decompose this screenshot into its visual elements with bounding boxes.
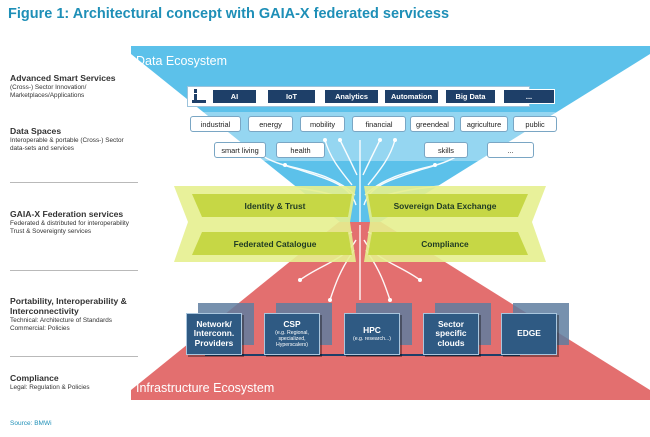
infra-box-label: Sector specific clouds xyxy=(435,318,467,348)
infra-box-sublabel: (e.g. research...) xyxy=(352,336,392,343)
layer-heading: Advanced Smart Services xyxy=(10,73,116,83)
federation-identity-trust: Identity & Trust xyxy=(244,200,306,211)
band-federated-catalogue xyxy=(192,232,352,255)
sector-more: ... xyxy=(487,142,534,158)
infra-edge: EDGE xyxy=(501,313,557,355)
layer-compliance: Compliance Legal: Regulation & Policies xyxy=(10,373,138,392)
sector-health: health xyxy=(276,142,325,158)
infra-box-label: HPC xyxy=(363,324,381,335)
infra-box-label: CSP xyxy=(283,318,301,329)
sector-industrial: industrial xyxy=(190,116,241,132)
infra-box-label: EDGE xyxy=(517,328,541,339)
layer-description: Legal: Regulation & Policies xyxy=(10,384,90,391)
band-compliance xyxy=(368,232,528,255)
infra-network-providers: Network/ Interconn. Providers xyxy=(186,313,242,355)
sector-energy: energy xyxy=(248,116,293,132)
sector-greendeal: greendeal xyxy=(410,116,455,132)
layer-heading: GAIA-X Federation services xyxy=(10,209,124,219)
infra-hpc: HPC (e.g. research...) xyxy=(344,313,400,355)
sector-financial: financial xyxy=(352,116,406,132)
infra-sector-clouds: Sector specific clouds xyxy=(423,313,479,355)
layer-description: Federated & distributed for interoperabi… xyxy=(10,220,130,235)
service-analytics: Analytics xyxy=(324,89,379,104)
person-laptop-icon xyxy=(192,88,206,104)
layer-advanced-smart-services: Advanced Smart Services (Cross-) Sector … xyxy=(10,73,138,99)
layer-gaia-x-federation: GAIA-X Federation services Federated & d… xyxy=(10,209,138,235)
layer-data-spaces: Data Spaces Interoperable & portable (Cr… xyxy=(10,126,138,152)
band-sovereign-exchange xyxy=(368,194,528,217)
data-ecosystem-title: Data Ecosystem xyxy=(136,54,228,68)
sector-agriculture: agriculture xyxy=(460,116,508,132)
band-identity-trust xyxy=(192,194,352,217)
federation-compliance: Compliance xyxy=(421,238,469,249)
infrastructure-ecosystem-title: Infrastructure Ecosystem xyxy=(136,381,275,395)
layer-divider xyxy=(10,182,138,183)
federation-catalogue: Federated Catalogue xyxy=(233,238,317,249)
layer-heading: Data Spaces xyxy=(10,126,62,136)
layer-heading: Portability, Interoperability & Intercon… xyxy=(10,296,127,316)
figure-title: Figure 1: Architectural concept with GAI… xyxy=(8,6,450,22)
infra-csp: CSP (e.g. Regional, specialized, Hypersc… xyxy=(264,313,320,355)
infra-box-label: Network/ Interconn. Providers xyxy=(193,318,235,348)
layer-heading: Compliance xyxy=(10,373,59,383)
layer-description: Interoperable & portable (Cross-) Sector… xyxy=(10,137,124,152)
service-automation: Automation xyxy=(384,89,439,104)
source-note: Source: BMWi xyxy=(10,420,52,427)
layer-divider xyxy=(10,356,138,357)
infra-box-sublabel: (e.g. Regional, specialized, Hyperscaler… xyxy=(275,330,309,349)
service-ai: AI xyxy=(212,89,257,104)
sector-smart-living: smart living xyxy=(214,142,266,158)
service-big-data: Big Data xyxy=(445,89,496,104)
federation-sovereign-data-exchange: Sovereign Data Exchange xyxy=(393,200,497,211)
layer-divider xyxy=(10,270,138,271)
layer-description: (Cross-) Sector Innovation/ Marketplaces… xyxy=(10,84,87,99)
layer-description: Technical: Architecture of Standards Com… xyxy=(10,317,112,332)
sector-public: public xyxy=(513,116,557,132)
layer-portability: Portability, Interoperability & Intercon… xyxy=(10,296,138,332)
service-iot: IoT xyxy=(267,89,316,104)
sector-mobility: mobility xyxy=(300,116,345,132)
service-more: ... xyxy=(503,89,555,104)
sector-skills: skills xyxy=(424,142,468,158)
